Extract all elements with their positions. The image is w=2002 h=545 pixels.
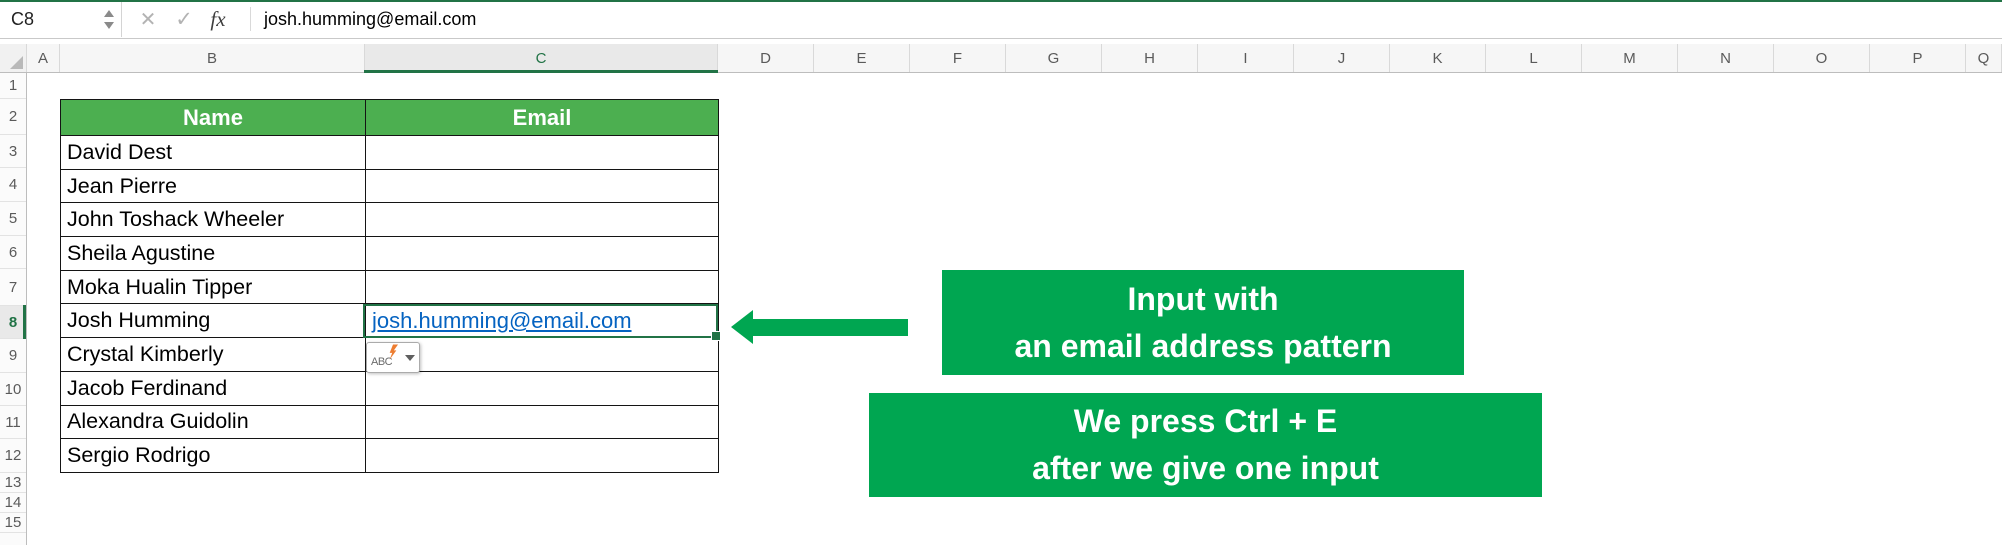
table-header-email[interactable]: Email [365, 99, 719, 136]
fill-handle[interactable] [711, 331, 721, 341]
cell-email[interactable] [365, 438, 719, 473]
column-header-q[interactable]: Q [1966, 44, 2002, 72]
row-header-2[interactable]: 2 [0, 99, 26, 135]
row-header-10[interactable]: 10 [0, 373, 26, 406]
row-header-1[interactable]: 1 [0, 73, 26, 99]
flash-fill-lightning-icon [389, 344, 399, 360]
column-header-c[interactable]: C [364, 44, 718, 73]
callout-line: after we give one input [1032, 450, 1379, 486]
spinner-up-icon[interactable] [103, 9, 114, 17]
column-header-k[interactable]: K [1390, 44, 1486, 72]
formula-input[interactable]: josh.humming@email.com [264, 8, 477, 29]
divider [121, 1, 122, 37]
row-header-3[interactable]: 3 [0, 135, 26, 168]
table-row: Jacob Ferdinand [60, 370, 719, 406]
row-header-14[interactable]: 14 [0, 493, 26, 513]
column-header-n[interactable]: N [1678, 44, 1774, 72]
cell-email[interactable] [365, 370, 719, 406]
table-row: Sheila Agustine [60, 236, 719, 271]
table-row: John Toshack Wheeler [60, 202, 719, 238]
abc-label: ABC [371, 356, 393, 368]
cell-name[interactable]: David Dest [60, 135, 366, 170]
table-row: David Dest [60, 135, 719, 170]
row-header-6[interactable]: 6 [0, 236, 26, 269]
callout-line: Input with [1127, 280, 1279, 317]
name-box[interactable]: C8 [11, 8, 35, 29]
cell-name[interactable]: Alexandra Guidolin [60, 404, 366, 440]
insert-function-button[interactable]: fx [202, 0, 234, 38]
callout-input-pattern: Input with an email address pattern [942, 270, 1464, 375]
callout-arrow-head-icon [731, 310, 753, 344]
formula-bar: C8 ✕ ✓ fx josh.humming@email.com [0, 0, 2002, 39]
column-header-g[interactable]: G [1006, 44, 1102, 72]
column-header-i[interactable]: I [1198, 44, 1294, 72]
cell-name[interactable]: Jacob Ferdinand [60, 370, 366, 406]
table-header-name[interactable]: Name [60, 99, 366, 136]
column-header-e[interactable]: E [814, 44, 910, 72]
column-header-a[interactable]: A [27, 44, 60, 72]
confirm-icon: ✓ [175, 7, 193, 31]
column-header-d[interactable]: D [718, 44, 814, 72]
cancel-icon: ✕ [139, 8, 157, 31]
fx-icon: fx [210, 6, 226, 31]
column-header-f[interactable]: F [910, 44, 1006, 72]
callout-line: We press Ctrl + E [1073, 403, 1338, 439]
callout-ctrl-e: We press Ctrl + E after we give one inpu… [869, 393, 1542, 497]
cell-name[interactable]: Josh Humming [60, 303, 366, 339]
column-header-p[interactable]: P [1870, 44, 1966, 72]
cell-email[interactable] [365, 168, 719, 204]
enter-button[interactable]: ✓ [168, 0, 200, 38]
name-box-spinner[interactable] [96, 0, 121, 38]
table-row: Alexandra Guidolin [60, 404, 719, 440]
data-table: Name Email David Dest Jean Pierre John T… [60, 99, 719, 473]
spinner-down-icon[interactable] [103, 21, 114, 29]
table-row: Jean Pierre [60, 168, 719, 204]
row-header-15[interactable]: 15 [0, 513, 26, 533]
cell-email[interactable] [365, 135, 719, 170]
row-header-13[interactable]: 13 [0, 473, 26, 493]
column-header-b[interactable]: B [60, 44, 365, 72]
chevron-down-icon[interactable] [405, 354, 415, 361]
cell-name[interactable]: Moka Hualin Tipper [60, 269, 366, 305]
column-header-o[interactable]: O [1774, 44, 1870, 72]
table-row: Moka Hualin Tipper [60, 269, 719, 305]
callout-arrow-shaft [751, 319, 908, 336]
cell-email[interactable] [365, 202, 719, 238]
cell-email[interactable] [365, 236, 719, 271]
select-all-corner[interactable] [0, 44, 27, 72]
cell-name[interactable]: Sergio Rodrigo [60, 438, 366, 473]
row-header-8[interactable]: 8 [0, 305, 26, 339]
column-header-j[interactable]: J [1294, 44, 1390, 72]
callout-line: an email address pattern [1014, 327, 1392, 364]
cell-name[interactable]: Crystal Kimberly [60, 337, 366, 372]
cell-email[interactable]: josh.humming@email.com [365, 303, 719, 339]
column-header-l[interactable]: L [1486, 44, 1582, 72]
table-row: Crystal Kimberly [60, 337, 719, 372]
divider [250, 7, 251, 31]
row-header-11[interactable]: 11 [0, 406, 26, 439]
table-row: Josh Humming josh.humming@email.com [60, 303, 719, 339]
column-header-h[interactable]: H [1102, 44, 1198, 72]
column-header-m[interactable]: M [1582, 44, 1678, 72]
cell-name[interactable]: Sheila Agustine [60, 236, 366, 271]
row-header-7[interactable]: 7 [0, 269, 26, 306]
cell-email[interactable] [365, 337, 719, 372]
row-header-5[interactable]: 5 [0, 202, 26, 236]
row-header-4[interactable]: 4 [0, 168, 26, 202]
table-row: Sergio Rodrigo [60, 438, 719, 473]
cell-email[interactable] [365, 404, 719, 440]
cancel-button[interactable]: ✕ [132, 0, 164, 38]
cell-name[interactable]: John Toshack Wheeler [60, 202, 366, 238]
flash-fill-options-button[interactable]: ABC [366, 342, 420, 373]
cell-email[interactable] [365, 269, 719, 305]
row-header-12[interactable]: 12 [0, 439, 26, 473]
row-header-9[interactable]: 9 [0, 339, 26, 373]
cell-name[interactable]: Jean Pierre [60, 168, 366, 204]
